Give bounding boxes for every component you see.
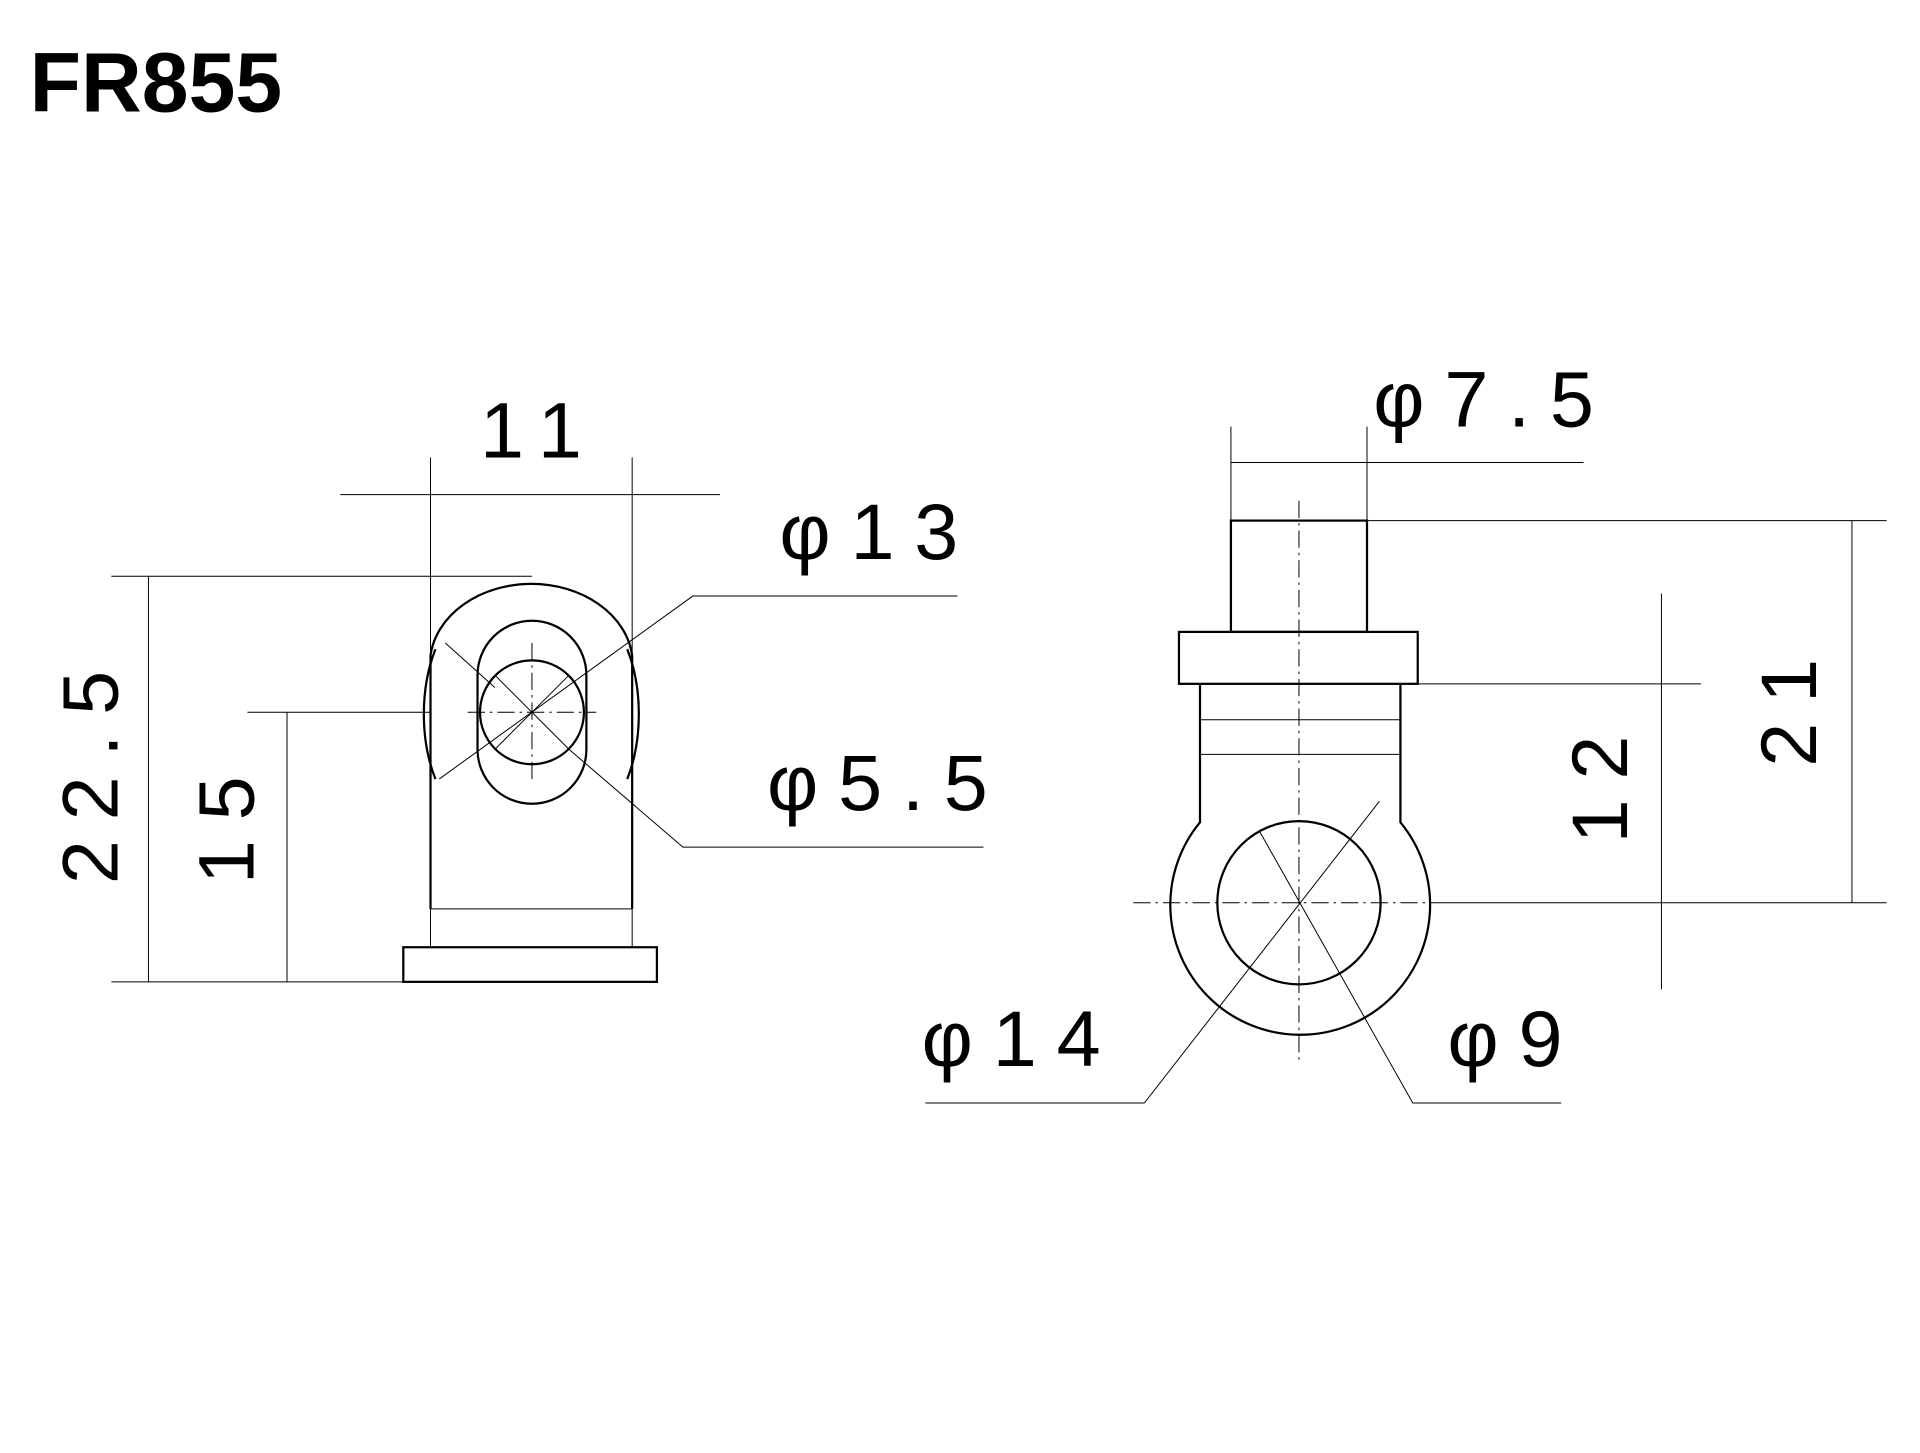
left-view (111, 457, 984, 983)
dim-shaft-diameter-7-5: φ7.5 (1373, 355, 1614, 444)
dim-total-height-22-5: 22.5 (46, 651, 135, 884)
dim-hole-diameter-5-5: φ5.5 (767, 738, 1008, 827)
left-body-outline (429, 582, 634, 909)
part-number-title: FR855 (30, 35, 282, 129)
right-eye-body (1169, 683, 1432, 1036)
dim-total-height-21: 21 (1744, 639, 1833, 767)
dim-center-height-12: 12 (1555, 716, 1644, 844)
dim-eye-hole-diameter-9: φ9 (1447, 994, 1582, 1083)
right-collar (1177, 630, 1419, 685)
dim-outer-diameter-13: φ13 (779, 487, 978, 576)
dim-center-height-15: 15 (182, 757, 271, 885)
dim-width-11: 11 (480, 386, 602, 475)
right-view (925, 426, 1887, 1104)
dim-eye-outer-diameter-14: φ14 (922, 994, 1121, 1083)
left-base-flange (402, 946, 659, 983)
